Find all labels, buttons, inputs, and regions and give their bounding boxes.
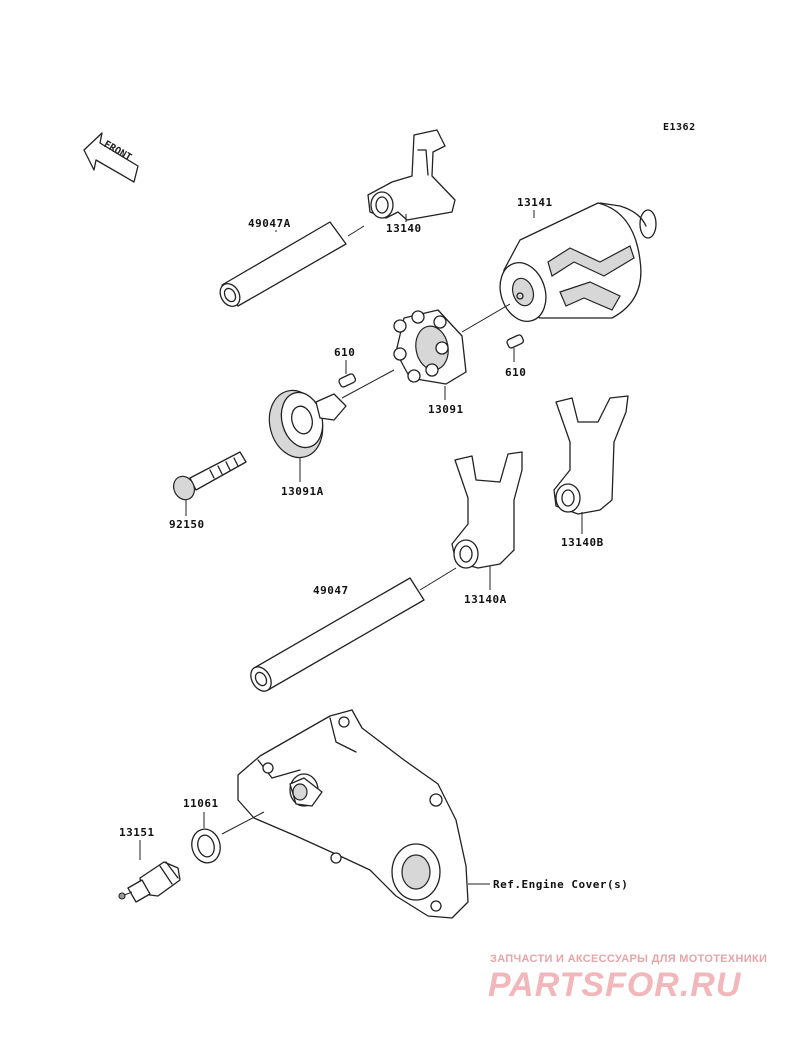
- pin-610-right: [506, 334, 525, 349]
- shift-fork-13140b: [553, 395, 629, 515]
- part-label-13140b[interactable]: 13140B: [561, 536, 604, 549]
- part-label-13151[interactable]: 13151: [119, 826, 155, 839]
- shaft-49047: [250, 577, 425, 692]
- diagram-code: E1362: [663, 122, 696, 133]
- part-label-13140[interactable]: 13140: [386, 222, 422, 235]
- bolt-92150: [173, 451, 247, 501]
- shift-cam-13091a: [268, 369, 395, 459]
- part-label-49047a[interactable]: 49047A: [248, 217, 291, 230]
- pin-610-left: [338, 373, 357, 388]
- watermark-tagline: ЗАПЧАСТИ И АКСЕССУАРЫ ДЛЯ МОТОТЕХНИКИ: [490, 953, 768, 965]
- part-label-11061[interactable]: 11061: [183, 797, 219, 810]
- leader-lines: [139, 210, 583, 860]
- part-label-610-left[interactable]: 610: [334, 346, 356, 359]
- front-arrow-icon: FRONT: [83, 132, 139, 183]
- engine-cover: [237, 709, 490, 919]
- shift-drum-13141: [461, 202, 657, 333]
- shaft-49047a: [219, 221, 365, 307]
- part-label-13141[interactable]: 13141: [517, 196, 553, 209]
- shift-fork-13140a: [419, 451, 523, 591]
- part-label-13091[interactable]: 13091: [428, 403, 464, 416]
- part-label-13140a[interactable]: 13140A: [464, 593, 507, 606]
- part-label-610-right[interactable]: 610: [505, 366, 527, 379]
- part-label-49047[interactable]: 49047: [313, 584, 349, 597]
- shift-fork-13140: [367, 129, 456, 221]
- shift-cam-13091: [393, 309, 467, 385]
- seal-11061: [191, 811, 265, 864]
- ref-engine-cover-label[interactable]: Ref.Engine Cover(s): [493, 878, 629, 891]
- watermark-logo: PARTSFOR.RU: [488, 966, 742, 1004]
- neutral-switch-13151: [118, 861, 181, 903]
- part-label-92150[interactable]: 92150: [169, 518, 205, 531]
- part-label-13091a[interactable]: 13091A: [281, 485, 324, 498]
